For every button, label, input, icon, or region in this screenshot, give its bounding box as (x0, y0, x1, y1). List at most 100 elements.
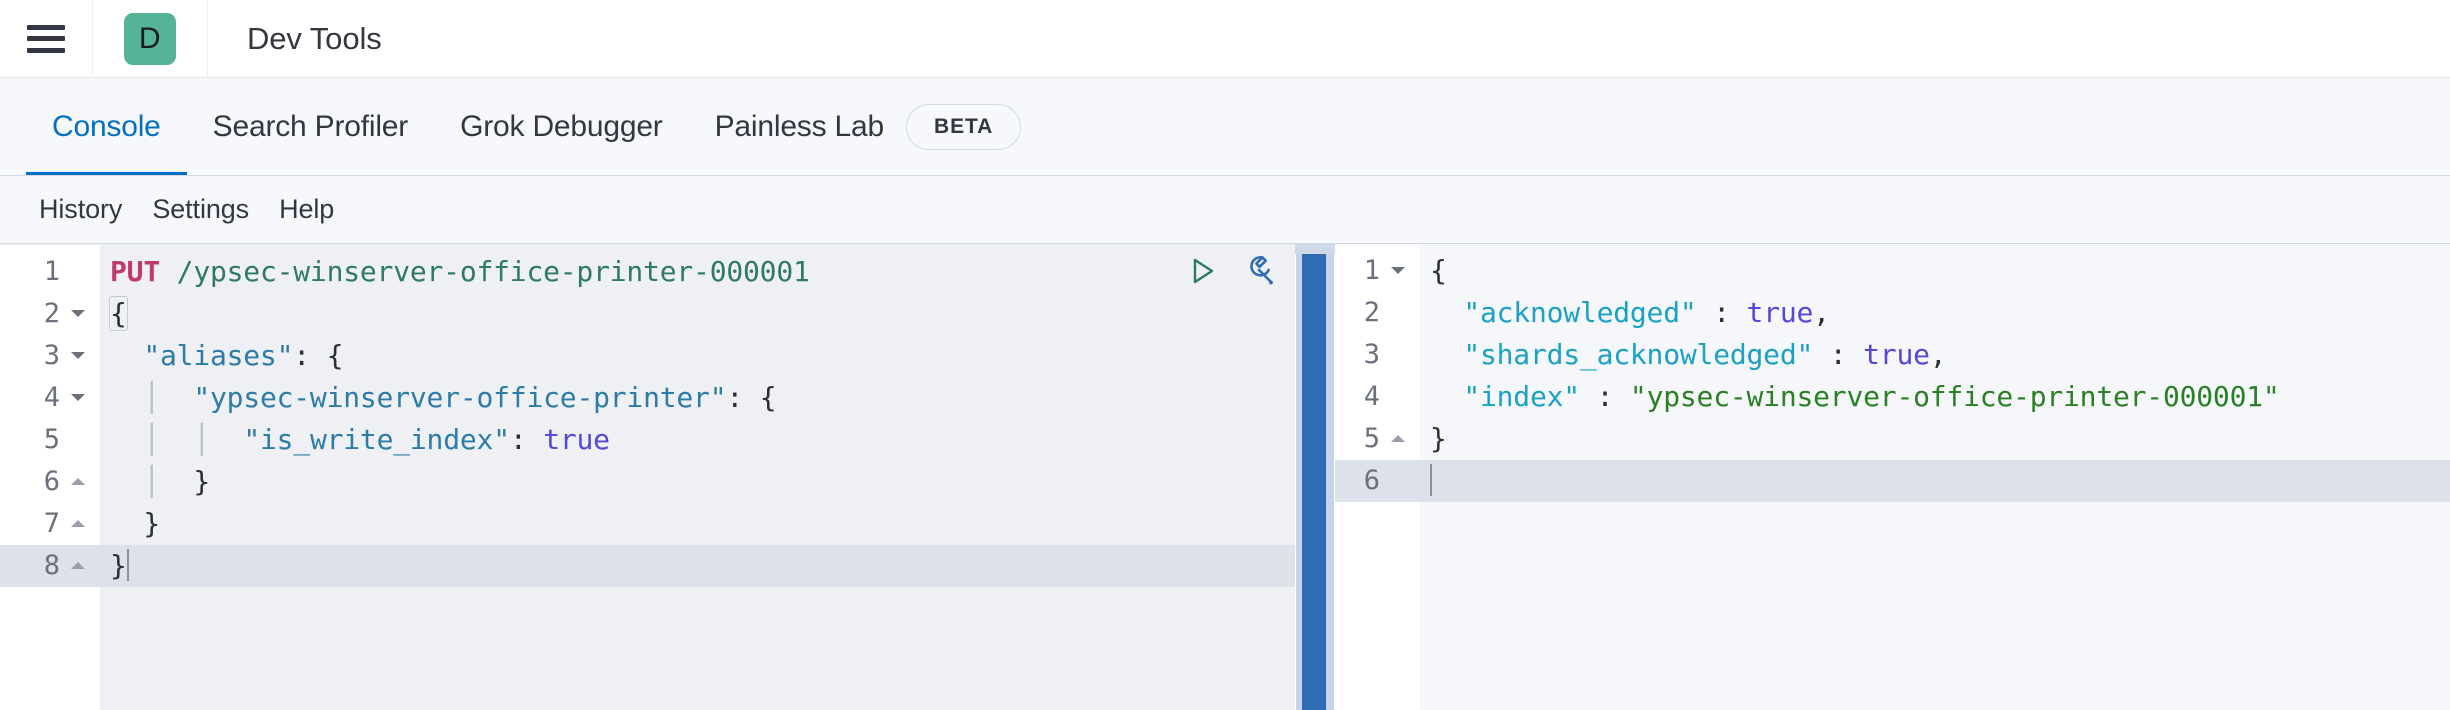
console-submenu: History Settings Help (0, 176, 2450, 244)
submenu-item-help[interactable]: Help (279, 194, 335, 224)
close-brace: } (110, 549, 127, 582)
tab-console[interactable]: Console (26, 78, 187, 175)
tab-search-profiler[interactable]: Search Profiler (187, 78, 434, 175)
code-line[interactable]: "aliases": { (100, 335, 1295, 377)
fold-close-icon[interactable] (1386, 434, 1410, 444)
menu-button[interactable] (0, 0, 93, 77)
json-key-is-write-index: "is_write_index" (243, 423, 510, 456)
colon: : (1696, 296, 1747, 329)
line-number: 5 (0, 419, 100, 461)
line-number-label: 2 (43, 298, 60, 329)
response-editor-pane[interactable]: 1 2 3 4 5 (1335, 244, 2450, 710)
line-number-label: 3 (1363, 339, 1380, 370)
hamburger-menu-icon[interactable] (27, 24, 65, 53)
json-key-aliases: "aliases" (143, 339, 294, 372)
response-key-index: "index" (1463, 380, 1580, 413)
indent-guide: │ (143, 423, 160, 456)
line-number: 2 (0, 293, 100, 335)
avatar-cell[interactable]: D (93, 0, 208, 77)
code-line[interactable]: { (100, 293, 1295, 335)
fold-close-icon[interactable] (66, 477, 90, 487)
tab-grok-debugger-label: Grok Debugger (460, 109, 663, 143)
request-line-number-gutter: 1 2 3 4 5 (0, 245, 100, 710)
response-key-acknowledged: "acknowledged" (1463, 296, 1697, 329)
fold-open-icon[interactable] (1386, 266, 1410, 276)
open-brace: { (1430, 254, 1447, 287)
request-url: /ypsec-winserver-office-printer-000001 (176, 255, 810, 288)
line-number: 1 (0, 251, 100, 293)
response-code-content[interactable]: { "acknowledged" : true, "shards_acknowl… (1420, 244, 2450, 710)
console-editor-area: 1 2 3 4 5 (0, 244, 2450, 710)
request-code-content[interactable]: PUT /ypsec-winserver-office-printer-0000… (100, 245, 1295, 710)
colon: : (1813, 338, 1864, 371)
fold-close-icon[interactable] (66, 561, 90, 571)
code-line[interactable]: "shards_acknowledged" : true, (1420, 334, 2450, 376)
code-line[interactable]: } (1420, 418, 2450, 460)
submenu-item-history[interactable]: History (39, 194, 123, 224)
line-number-label: 7 (43, 508, 60, 539)
colon: : (509, 423, 544, 456)
main-tabs: Console Search Profiler Grok Debugger Pa… (0, 78, 2450, 176)
line-number-label: 5 (43, 424, 60, 455)
line-number: 3 (1335, 334, 1420, 376)
colon: : (1579, 380, 1630, 413)
line-number-label: 1 (1363, 255, 1380, 286)
response-value-shards-acknowledged: true (1863, 338, 1930, 371)
indent (1430, 338, 1463, 371)
indent-guide: │ (143, 465, 160, 498)
pane-resizer[interactable] (1295, 244, 1335, 710)
line-number-active: 6 (1335, 460, 1420, 502)
space (160, 255, 177, 288)
beta-badge: BETA (906, 103, 1022, 150)
indent (160, 423, 193, 456)
fold-open-icon[interactable] (66, 309, 90, 319)
code-line[interactable]: │ } (100, 461, 1295, 503)
line-number: 1 (1335, 250, 1420, 292)
json-key-alias-name: "ypsec-winserver-office-printer" (193, 381, 727, 414)
indent (110, 339, 143, 372)
indent-guide: │ (193, 423, 210, 456)
response-line-number-gutter: 1 2 3 4 5 (1335, 244, 1420, 710)
line-number-label: 5 (1363, 423, 1380, 454)
code-line[interactable]: │ │ "is_write_index": true (100, 419, 1295, 461)
line-number: 2 (1335, 292, 1420, 334)
code-line[interactable]: │ "ypsec-winserver-office-printer": { (100, 377, 1295, 419)
code-line-active[interactable]: } (100, 545, 1295, 587)
line-number: 3 (0, 335, 100, 377)
close-brace: } (143, 507, 160, 540)
fold-open-icon[interactable] (66, 351, 90, 361)
response-key-shards-acknowledged: "shards_acknowledged" (1463, 338, 1814, 371)
fold-close-icon[interactable] (66, 519, 90, 529)
indent (160, 381, 193, 414)
line-number-label: 6 (1363, 465, 1380, 496)
tab-painless-lab[interactable]: Painless Lab BETA (689, 78, 1048, 175)
line-number-label: 1 (43, 256, 60, 287)
app-header: D Dev Tools (0, 0, 2450, 78)
avatar[interactable]: D (124, 12, 176, 65)
line-number-label: 4 (43, 382, 60, 413)
indent-guide: │ (143, 381, 160, 414)
open-brace: { (109, 296, 128, 331)
code-line-active[interactable] (1420, 460, 2450, 502)
submenu-item-settings[interactable]: Settings (152, 194, 250, 224)
pane-resizer-handle[interactable] (1302, 244, 1326, 710)
close-brace: } (193, 465, 210, 498)
play-icon[interactable] (1185, 254, 1219, 293)
code-line[interactable]: PUT /ypsec-winserver-office-printer-0000… (100, 251, 1295, 293)
indent (110, 465, 143, 498)
fold-open-icon[interactable] (66, 393, 90, 403)
response-value-acknowledged: true (1746, 296, 1814, 329)
response-value-index: "ypsec-winserver-office-printer-000001" (1629, 380, 2280, 413)
code-line[interactable]: "acknowledged" : true, (1420, 292, 2450, 334)
code-line[interactable]: } (100, 503, 1295, 545)
line-number: 7 (0, 503, 100, 545)
colon-brace: : { (726, 381, 777, 414)
tab-grok-debugger[interactable]: Grok Debugger (434, 78, 689, 175)
comma: , (1929, 338, 1947, 371)
request-editor-pane[interactable]: 1 2 3 4 5 (0, 244, 1295, 710)
tab-search-profiler-label: Search Profiler (212, 109, 409, 143)
wrench-icon[interactable] (1241, 253, 1277, 294)
indent (110, 507, 143, 540)
code-line[interactable]: { (1420, 250, 2450, 292)
code-line[interactable]: "index" : "ypsec-winserver-office-printe… (1420, 376, 2450, 418)
